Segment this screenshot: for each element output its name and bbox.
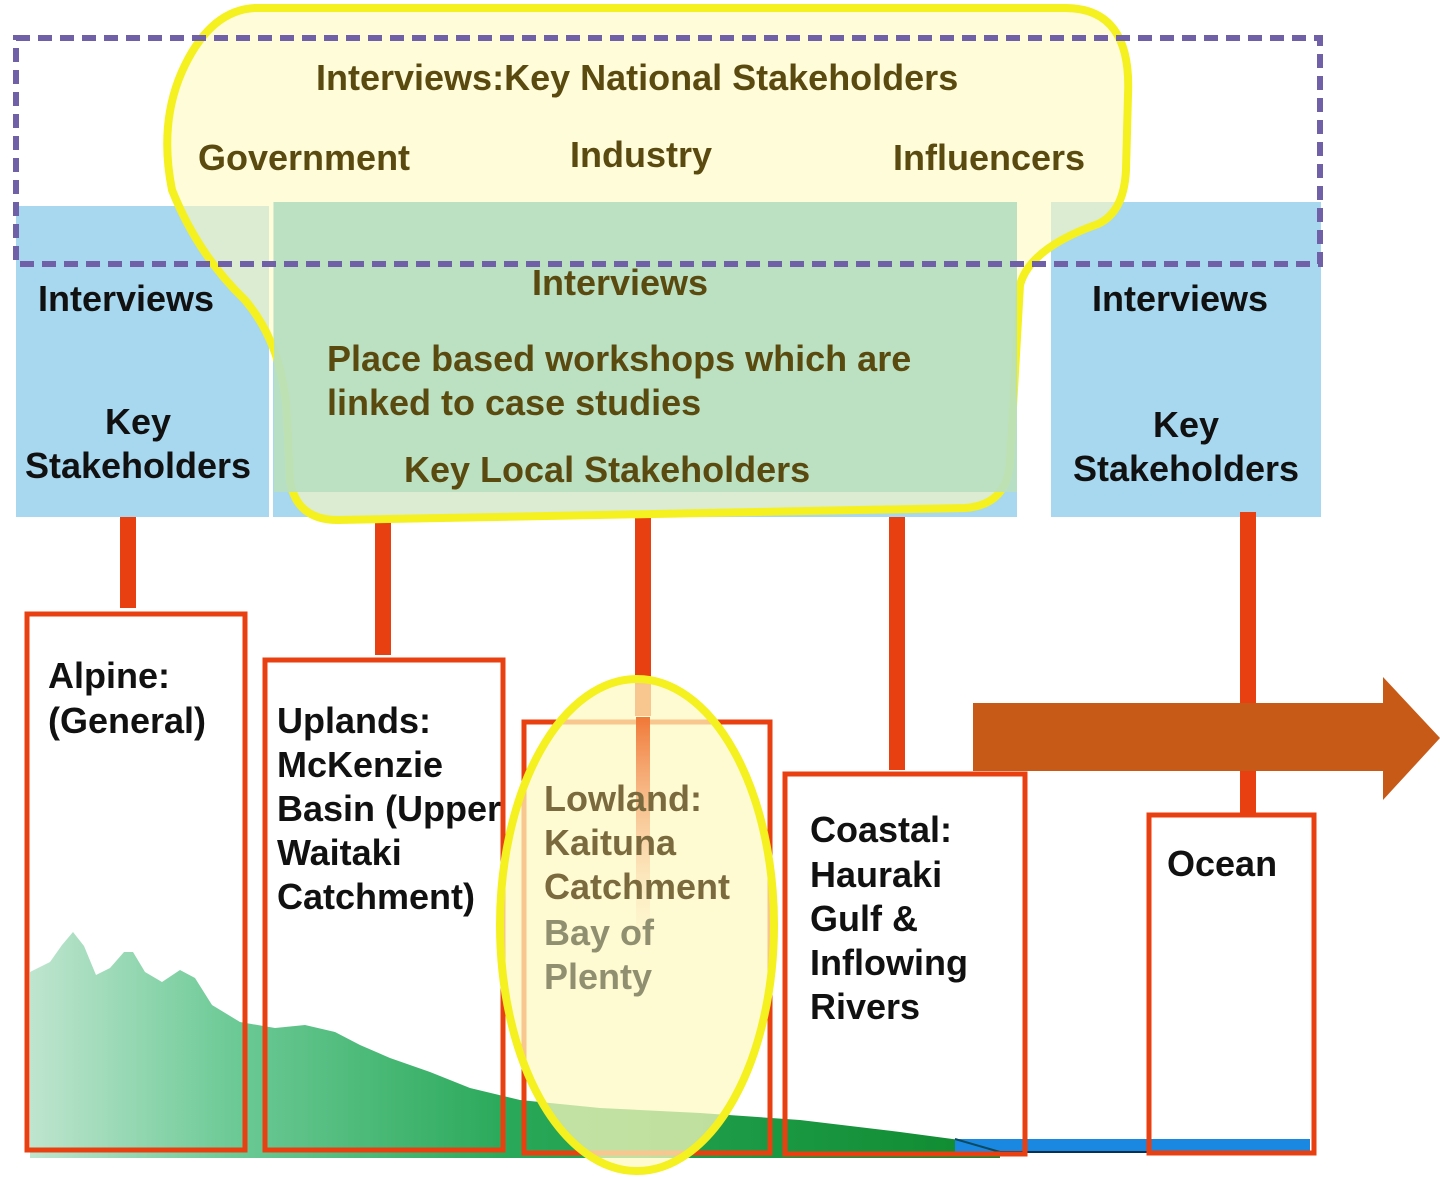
alpine-title: Alpine:	[48, 655, 170, 696]
lowland-region: Bay of Plenty	[544, 912, 655, 997]
left-key-stakeholders: Key Stakeholders	[24, 401, 252, 486]
group-government: Government	[198, 137, 411, 178]
flow-arrow	[973, 677, 1440, 800]
ocean-title: Ocean	[1167, 843, 1278, 884]
right-interview-box	[1051, 202, 1321, 517]
workshops-description: Place based workshops which are linked t…	[327, 338, 912, 423]
center-interviews-label: Interviews	[532, 262, 709, 303]
ocean-zone-box	[1146, 812, 1317, 1156]
national-title: Interviews:Key National Stakeholders	[316, 57, 959, 98]
uplands-title: Uplands:	[277, 700, 432, 741]
uplands-place: McKenzie Basin (Upper Waitaki Catchment)	[277, 744, 502, 917]
right-interviews-label: Interviews	[1092, 278, 1269, 319]
local-stakeholders-box	[274, 202, 1017, 492]
alpine-place: (General)	[48, 700, 207, 741]
group-influencers: Influencers	[893, 137, 1086, 178]
coastal-title: Coastal:	[810, 809, 953, 850]
coastal-place: Hauraki Gulf & Inflowing Rivers	[810, 854, 968, 1027]
landscape-hills	[30, 932, 1000, 1158]
left-interviews-label: Interviews	[38, 278, 215, 319]
right-key-stakeholders: Key Stakeholders	[1072, 404, 1300, 489]
coastal-zone-box	[782, 771, 1028, 1157]
lowland-place: Kaituna Catchment	[544, 822, 731, 907]
lowland-title: Lowland:	[544, 778, 702, 819]
group-industry: Industry	[570, 134, 713, 175]
key-local-stakeholders: Key Local Stakeholders	[404, 449, 811, 490]
ocean-water	[955, 1139, 1310, 1153]
national-dashed-boundary	[13, 35, 1323, 267]
alpine-zone-box	[24, 611, 248, 1153]
